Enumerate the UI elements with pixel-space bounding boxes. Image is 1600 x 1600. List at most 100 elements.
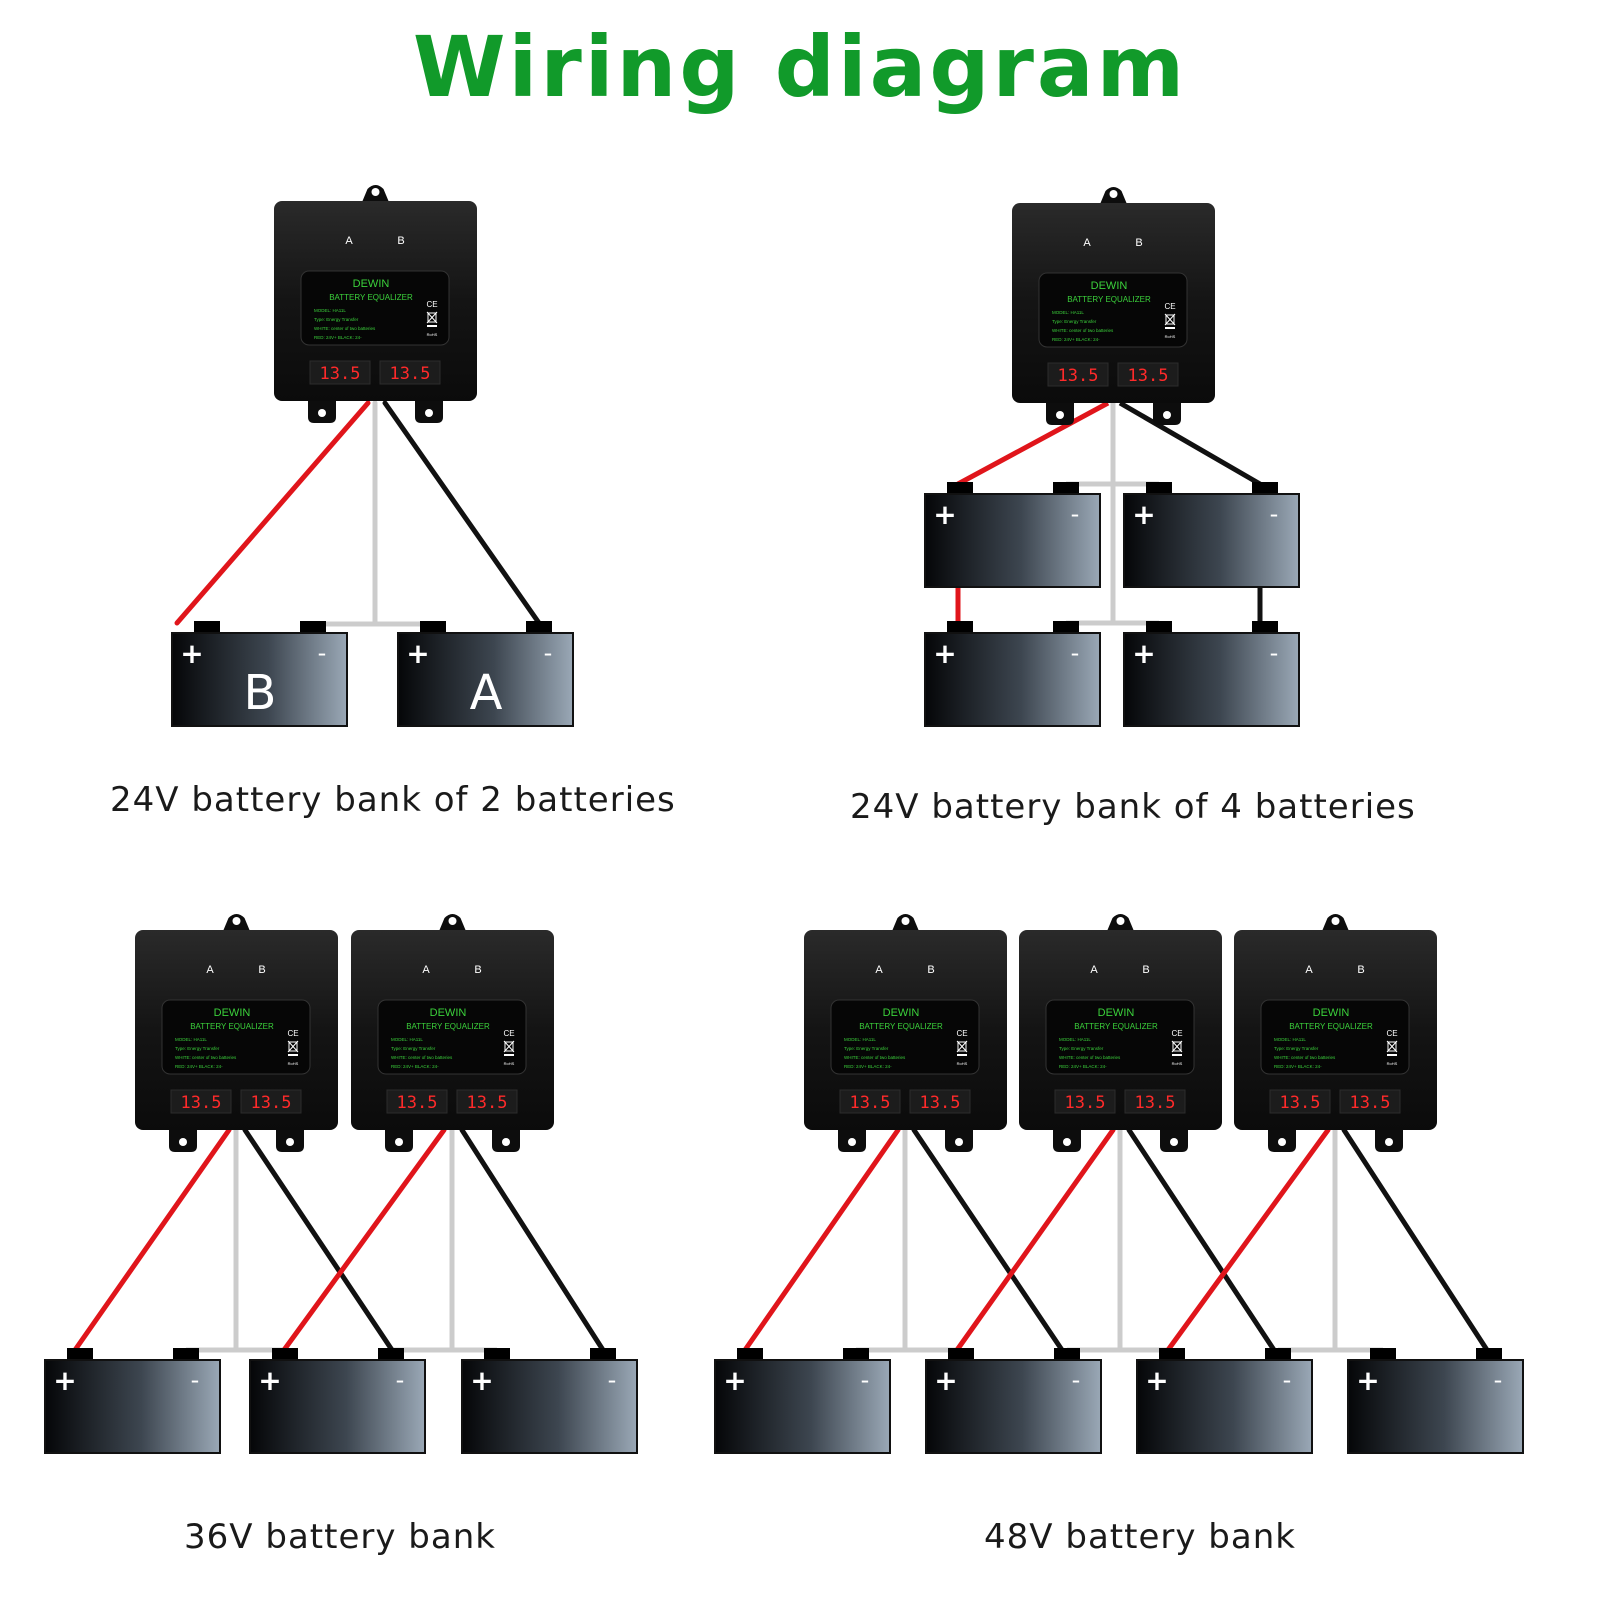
minus-icon: - bbox=[1072, 1366, 1081, 1394]
minus-icon: - bbox=[1071, 639, 1080, 667]
mount-foot-hole bbox=[955, 1138, 963, 1146]
plus-icon: + bbox=[934, 1364, 957, 1397]
weee-cross-icon bbox=[1386, 1040, 1398, 1053]
terminal-a-label: A bbox=[206, 964, 214, 976]
product-label: BATTERY EQUALIZER bbox=[329, 293, 413, 302]
weee-cross-icon bbox=[1164, 313, 1176, 326]
weee-cross-icon bbox=[956, 1040, 968, 1053]
plus-icon: + bbox=[1145, 1364, 1168, 1397]
positive-terminal bbox=[194, 621, 220, 633]
battery: +- bbox=[924, 621, 1101, 727]
battery-body bbox=[461, 1359, 638, 1454]
battery-body bbox=[249, 1359, 426, 1454]
weee-bar-icon bbox=[427, 325, 437, 327]
red-wire bbox=[281, 1127, 447, 1353]
weee-bin-icon bbox=[1387, 1041, 1397, 1052]
spec-line: RED: 24V+ BLACK: 24- bbox=[391, 1064, 439, 1069]
ce-mark: CE bbox=[1164, 302, 1175, 311]
plus-icon: + bbox=[1356, 1364, 1379, 1397]
display-right bbox=[456, 1089, 518, 1114]
display-left-value: 13.5 bbox=[320, 364, 361, 384]
weee-bar-icon bbox=[957, 1054, 967, 1056]
mount-foot-hole bbox=[1163, 411, 1171, 419]
spec-line: Type: Energy Transfer bbox=[1059, 1046, 1104, 1051]
battery: +- bbox=[44, 1348, 221, 1454]
battery-body bbox=[397, 632, 574, 727]
terminal-b-label: B bbox=[474, 964, 481, 976]
battery: +- bbox=[1136, 1348, 1313, 1454]
rohs-mark: RoHS bbox=[427, 332, 438, 337]
display-right-value: 13.5 bbox=[251, 1093, 292, 1113]
battery: +-A bbox=[397, 621, 574, 727]
rohs-mark: RoHS bbox=[1172, 1061, 1183, 1066]
display-left bbox=[170, 1089, 232, 1114]
battery-body bbox=[44, 1359, 221, 1454]
weee-bin-icon bbox=[957, 1041, 967, 1052]
label-panel bbox=[1038, 272, 1188, 348]
positive-terminal bbox=[420, 621, 446, 633]
ce-mark: CE bbox=[287, 1029, 298, 1038]
weee-bin-icon bbox=[504, 1041, 514, 1052]
mount-foot-hole bbox=[1063, 1138, 1071, 1146]
red-wire bbox=[742, 1127, 901, 1353]
display-right-value: 13.5 bbox=[1350, 1093, 1391, 1113]
display-right-value: 13.5 bbox=[1135, 1093, 1176, 1113]
display-right-value: 13.5 bbox=[1128, 366, 1169, 386]
brand-label: DEWIN bbox=[1313, 1007, 1350, 1019]
plus-icon: + bbox=[470, 1364, 493, 1397]
spec-line: MODEL: HA11L bbox=[844, 1037, 876, 1042]
plus-icon: + bbox=[1132, 498, 1155, 531]
plus-icon: + bbox=[53, 1364, 76, 1397]
display-left-value: 13.5 bbox=[1280, 1093, 1321, 1113]
minus-icon: - bbox=[1494, 1366, 1503, 1394]
battery-body bbox=[924, 493, 1101, 588]
battery: +- bbox=[925, 1348, 1102, 1454]
minus-icon: - bbox=[318, 639, 327, 667]
caption-bank-4-batteries: 24V battery bank of 4 batteries bbox=[850, 787, 1416, 827]
terminal-b-label: B bbox=[1142, 964, 1149, 976]
terminal-b-label: B bbox=[258, 964, 265, 976]
spec-line: WHITE: center of two batteries bbox=[391, 1055, 453, 1060]
brand-label: DEWIN bbox=[1098, 1007, 1135, 1019]
negative-terminal bbox=[590, 1348, 616, 1360]
terminal-a-label: A bbox=[422, 964, 430, 976]
weee-cross-icon bbox=[503, 1040, 515, 1053]
display-left bbox=[839, 1089, 901, 1114]
ce-mark: CE bbox=[426, 300, 437, 309]
battery-body bbox=[925, 1359, 1102, 1454]
battery: +- bbox=[714, 1348, 891, 1454]
battery: +- bbox=[461, 1348, 638, 1454]
spec-line: MODEL: HA11L bbox=[1052, 310, 1084, 315]
ce-mark: CE bbox=[1386, 1029, 1397, 1038]
terminal-a-label: A bbox=[1083, 237, 1091, 249]
minus-icon: - bbox=[396, 1366, 405, 1394]
display-left bbox=[1047, 362, 1109, 387]
terminal-b-label: B bbox=[1357, 964, 1364, 976]
display-left bbox=[309, 360, 371, 385]
brand-label: DEWIN bbox=[883, 1007, 920, 1019]
rohs-mark: RoHS bbox=[957, 1061, 968, 1066]
negative-terminal bbox=[300, 621, 326, 633]
minus-icon: - bbox=[1071, 500, 1080, 528]
mount-hole bbox=[1331, 917, 1340, 925]
red-wire bbox=[954, 1127, 1116, 1353]
negative-terminal bbox=[526, 621, 552, 633]
label-panel bbox=[377, 999, 527, 1075]
rohs-mark: RoHS bbox=[504, 1061, 515, 1066]
negative-terminal bbox=[1265, 1348, 1291, 1360]
mount-foot-hole bbox=[286, 1138, 294, 1146]
weee-bar-icon bbox=[288, 1054, 298, 1056]
label-panel bbox=[300, 270, 450, 346]
ce-mark: CE bbox=[503, 1029, 514, 1038]
spec-line: Type: Energy Transfer bbox=[844, 1046, 889, 1051]
mount-foot-hole bbox=[425, 409, 433, 417]
positive-terminal bbox=[737, 1348, 763, 1360]
weee-bar-icon bbox=[504, 1054, 514, 1056]
red-wire bbox=[174, 400, 371, 626]
plus-icon: + bbox=[933, 637, 956, 670]
display-right bbox=[1117, 362, 1179, 387]
product-label: BATTERY EQUALIZER bbox=[1074, 1022, 1158, 1031]
mount-foot-hole bbox=[395, 1138, 403, 1146]
